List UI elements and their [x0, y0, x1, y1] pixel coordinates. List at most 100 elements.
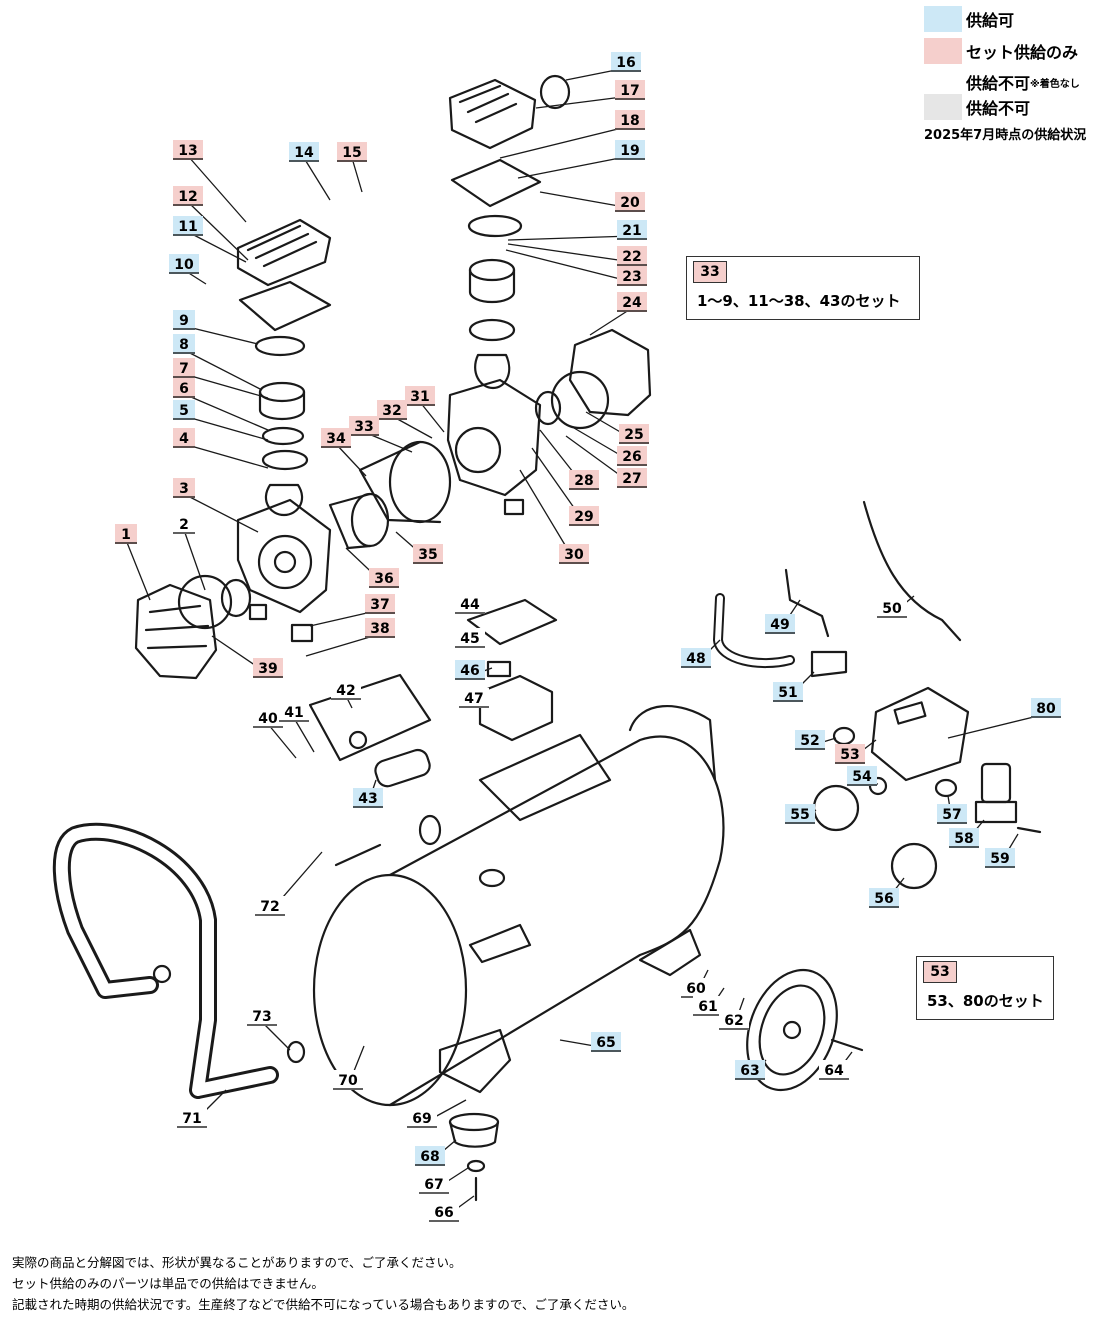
part-label-67: 67: [419, 1174, 449, 1194]
hose-49: [784, 568, 830, 638]
part-label-bg: [835, 744, 865, 764]
part-label-bg: [415, 1146, 445, 1166]
part-label-53: 53: [835, 744, 865, 764]
part-label-68: 68: [415, 1146, 445, 1166]
part-label-bg: [173, 334, 195, 354]
tank-foot-right: [638, 928, 702, 977]
part-number: 12: [178, 189, 197, 205]
legend-label-set-only: セット供給のみ: [966, 43, 1079, 62]
part-label-11: 11: [173, 216, 203, 236]
coupler-59: [1016, 826, 1042, 834]
part-label-10: 10: [169, 254, 199, 274]
part-label-1: 1: [115, 524, 137, 544]
part-number: 32: [382, 403, 401, 419]
part-number: 44: [460, 597, 480, 613]
part-label-bg: [173, 514, 195, 534]
part-label-bg: [719, 1010, 749, 1030]
part-number: 16: [616, 55, 635, 71]
part-label-38: 38: [365, 618, 395, 638]
part-number: 10: [174, 257, 194, 273]
legend-not-available: 供給不可: [924, 94, 1030, 120]
part-label-bg: [615, 140, 645, 160]
part-label-bg: [419, 1174, 449, 1194]
part-label-bg: [949, 828, 979, 848]
leader-line: [183, 349, 263, 391]
part-number: 47: [464, 691, 483, 707]
part-label-41: 41: [279, 702, 309, 722]
part-label-61: 61: [693, 996, 723, 1016]
part-label-42: 42: [331, 680, 361, 700]
part-label-21: 21: [617, 220, 647, 240]
regulator: [974, 762, 1018, 824]
part-number: 52: [800, 733, 819, 749]
part-label-bg: [985, 848, 1015, 868]
frame-bolt: [286, 1040, 306, 1064]
part-label-65: 65: [591, 1032, 621, 1052]
part-number: 71: [182, 1111, 201, 1127]
part-number: 62: [724, 1013, 743, 1029]
part-number: 4: [179, 431, 189, 447]
part-number: 13: [178, 143, 197, 159]
part-number: 34: [326, 431, 346, 447]
part-label-60: 60: [681, 978, 711, 998]
tank-bracket-top: [478, 733, 612, 822]
part-label-bg: [413, 544, 443, 564]
left-head-cover: [236, 218, 332, 287]
leader-line: [303, 157, 331, 201]
part-label-bg: [173, 400, 195, 420]
set-box-53: 53 53、80のセット: [916, 956, 1054, 1020]
part-label-bg: [615, 110, 645, 130]
part-label-bg: [369, 568, 399, 588]
part-label-bg: [173, 378, 195, 398]
part-number: 56: [874, 891, 893, 907]
part-label-bg: [559, 544, 589, 564]
part-label-22: 22: [617, 246, 647, 266]
part-label-52: 52: [795, 730, 825, 750]
legend-label-available: 供給可: [966, 11, 1015, 30]
leader-line: [351, 157, 363, 193]
part-number: 9: [179, 313, 189, 329]
part-number: 5: [179, 403, 189, 419]
right-fan: [550, 370, 610, 430]
part-label-14: 14: [289, 142, 319, 162]
part-label-bg: [681, 648, 711, 668]
part-label-bg: [177, 1108, 207, 1128]
part-label-8: 8: [173, 334, 195, 354]
part-number: 6: [179, 381, 189, 397]
part-label-57: 57: [937, 804, 967, 824]
set-box-description: 53、80のセット: [927, 992, 1044, 1010]
pressure-switch: [870, 686, 970, 782]
part-label-bg: [617, 246, 647, 266]
leader-line: [183, 529, 206, 591]
part-label-27: 27: [617, 468, 647, 488]
part-number: 24: [622, 295, 642, 311]
right-bearing: [534, 390, 562, 426]
part-number: 49: [770, 617, 789, 633]
leader-line: [183, 393, 269, 431]
part-label-20: 20: [615, 192, 645, 212]
part-label-bg: [331, 680, 361, 700]
part-label-39: 39: [253, 658, 283, 678]
gauge-55: [812, 784, 860, 832]
part-number: 38: [370, 621, 389, 637]
part-label-bg: [253, 658, 283, 678]
part-number: 18: [620, 113, 639, 129]
leader-line: [335, 443, 367, 477]
part-label-bg: [611, 52, 641, 72]
part-number: 68: [420, 1149, 439, 1165]
part-label-bg: [869, 888, 899, 908]
part-number: 65: [596, 1035, 615, 1051]
leader-line: [267, 723, 297, 759]
part-label-bg: [877, 598, 907, 618]
part-label-bg: [279, 702, 309, 722]
frame-handle-inner: [55, 825, 276, 1096]
right-cylinder: [468, 258, 516, 304]
part-label-bg: [407, 1108, 437, 1128]
part-label-37: 37: [365, 594, 395, 614]
part-number: 30: [564, 547, 584, 563]
part-number: 23: [622, 269, 641, 285]
unloader-51: [810, 650, 848, 678]
part-label-19: 19: [615, 140, 645, 160]
part-number: 17: [620, 83, 639, 99]
leader-line: [187, 201, 249, 261]
